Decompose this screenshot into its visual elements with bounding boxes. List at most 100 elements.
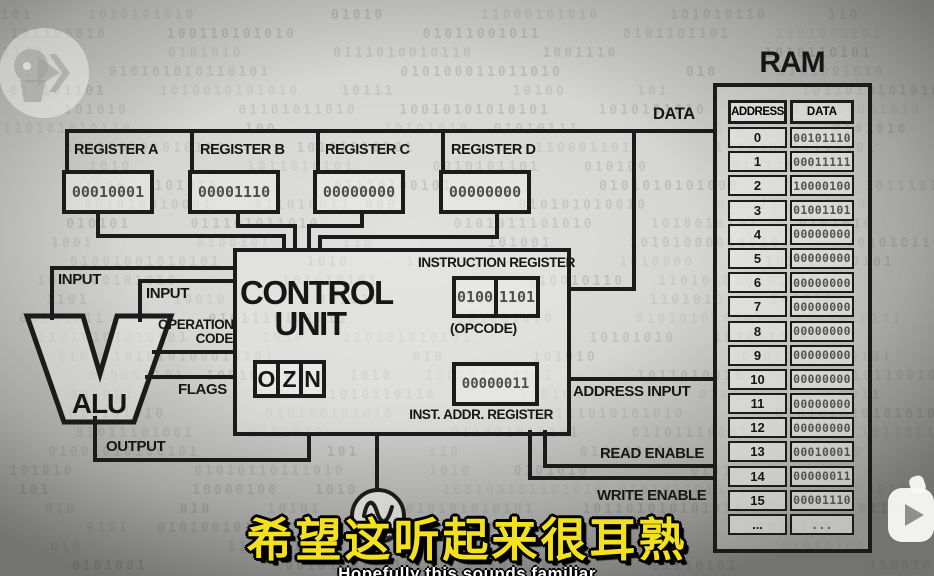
register-c-label: REGISTER C [325, 142, 410, 158]
wire-alu-output [93, 458, 311, 462]
wire-rega-cu [96, 212, 100, 238]
ram-row: ...... [728, 514, 854, 535]
ram-data-cell: 10000100 [790, 175, 854, 197]
wire-regc-cu [360, 212, 364, 228]
control-unit-title-line2: UNIT [274, 305, 348, 343]
register-b-label: REGISTER B [200, 142, 285, 158]
wire-input-top [50, 266, 54, 320]
ram-data-cell: 00010001 [790, 441, 854, 463]
wire-regb-cu [236, 212, 240, 228]
write-enable-label: WRITE ENABLE [597, 487, 707, 504]
wire-regd-cu [318, 235, 322, 250]
operation-code-label: OPERATION CODE [158, 317, 234, 347]
ram-data-cell: 00000000 [790, 296, 854, 318]
bus-drop-register-d [441, 129, 445, 172]
wire-read-enable [543, 430, 547, 468]
ram-address-cell: 7 [728, 296, 787, 318]
ram-header-address: ADDRESS [728, 100, 787, 124]
ram-address-cell: 6 [728, 272, 787, 294]
bus-drop-register-c [316, 129, 320, 172]
alu-flags-label: FLAGS [178, 381, 227, 398]
register-d-value: 00000000 [448, 183, 522, 201]
alu-output-label: OUTPUT [106, 438, 166, 455]
data-bus-line [65, 129, 715, 133]
read-enable-label: READ ENABLE [600, 445, 704, 462]
inst-addr-register-box: 00000011 [452, 362, 539, 406]
register-c-value-box: 00000000 [313, 170, 405, 214]
wire-clock [375, 434, 379, 489]
ram-address-cell: 8 [728, 320, 787, 342]
data-bus-label: DATA [653, 105, 695, 123]
register-b-value-box: 00001110 [188, 170, 280, 214]
wire-input-top [50, 266, 235, 270]
wire-flags [145, 375, 235, 379]
wire-regb-cu [293, 224, 297, 250]
alu-input-top-label: INPUT [58, 271, 102, 288]
ram-address-cell: 4 [728, 223, 787, 245]
ram-table-header: ADDRESS DATA [728, 100, 854, 124]
ram-address-cell: 2 [728, 175, 787, 197]
wire-regc-cu [307, 224, 364, 228]
register-a-value-box: 00010001 [62, 170, 154, 214]
ram-data-cell: 00000000 [790, 247, 854, 269]
ram-data-cell: ... [790, 514, 854, 535]
wire-bus-ir [569, 287, 636, 291]
ram-address-cell: 0 [728, 127, 787, 148]
control-unit-title-line1: CONTROL [240, 274, 394, 311]
bus-drop-register-a [65, 129, 69, 172]
ram-data-cell: 00000000 [790, 393, 854, 415]
ram-data-cell: 01001101 [790, 199, 854, 221]
ram-data-cell: 00001110 [790, 489, 854, 511]
ram-title: RAM [759, 46, 825, 79]
wire-write-enable [528, 476, 713, 480]
wire-regb-cu [236, 224, 297, 228]
wire-alu-output [307, 434, 311, 462]
register-a-label: REGISTER A [74, 142, 159, 158]
ram-data-cell: 00000000 [790, 368, 854, 390]
ram-address-cell: 3 [728, 199, 787, 221]
instruction-register-box: 0100 1101 [452, 276, 540, 318]
alu-shape [23, 313, 175, 425]
clock-symbol [350, 488, 406, 544]
ram-data-cell: 00000000 [790, 272, 854, 294]
wire-address-input [569, 377, 713, 381]
ram-address-cell: 13 [728, 441, 787, 463]
ram-address-cell: 15 [728, 489, 787, 511]
ram-data-cell: 00000000 [790, 320, 854, 342]
ram-data-cell: 00000000 [790, 223, 854, 245]
instruction-register-label: INSTRUCTION REGISTER [418, 255, 576, 270]
ram-address-cell: 10 [728, 368, 787, 390]
clock-label: CLOCK [356, 527, 400, 541]
ram-address-cell: 9 [728, 344, 787, 366]
ram-address-cell: 5 [728, 247, 787, 269]
next-video-icon[interactable] [886, 474, 934, 554]
alu-label: ALU [71, 388, 128, 419]
flags-register: O Z N [253, 360, 326, 398]
wire-alu-output [93, 416, 97, 462]
alu-input-bottom-label: INPUT [146, 285, 190, 302]
inst-addr-register-value: 00000011 [461, 376, 530, 392]
ram-data-cell: 00000011 [790, 465, 854, 487]
ram-address-cell: 11 [728, 393, 787, 415]
register-c-value: 00000000 [322, 183, 396, 201]
control-unit-title: CONTROL UNIT [240, 274, 394, 343]
opcode-label: (OPCODE) [450, 320, 517, 336]
register-b-value: 00001110 [197, 183, 271, 201]
wire-regd-cu [495, 212, 499, 239]
wire-regd-cu [318, 235, 499, 239]
ram-address-cell: 1 [728, 151, 787, 173]
